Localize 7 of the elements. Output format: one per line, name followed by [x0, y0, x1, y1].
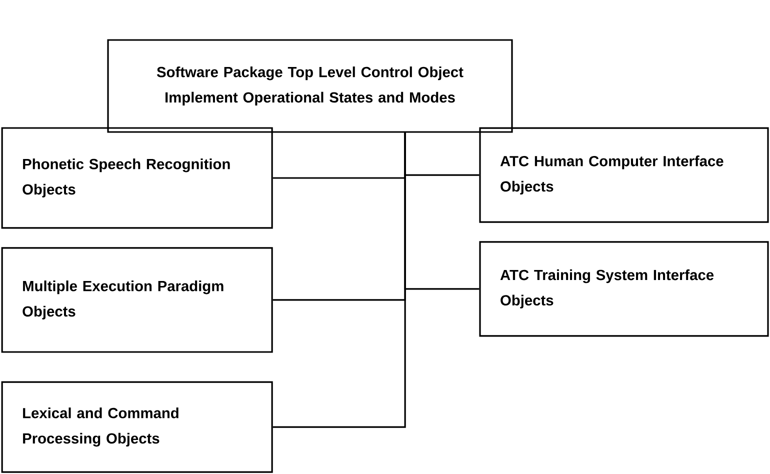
box: ATC Human Computer Interface Objects — [479, 127, 769, 223]
box: Lexical and Command Processing Objects — [1, 381, 273, 473]
box: Phonetic Speech Recognition Objects — [1, 127, 273, 229]
connector-line — [404, 132, 480, 290]
box: ATC Training System Interface Objects — [479, 241, 769, 337]
box: Software Package Top Level Control Object Implement Operational States and Modes — [107, 39, 513, 133]
box: Multiple Execution Paradigm Objects — [1, 247, 273, 353]
